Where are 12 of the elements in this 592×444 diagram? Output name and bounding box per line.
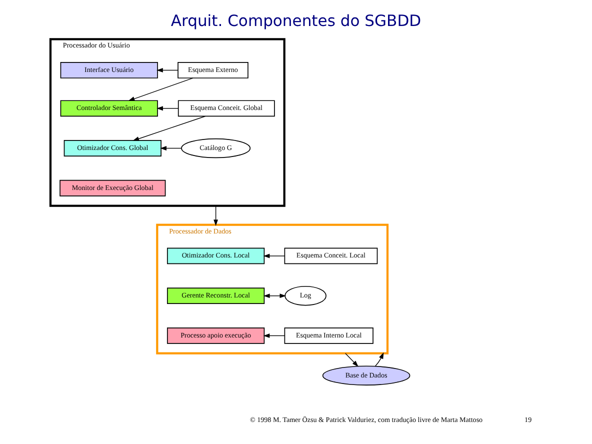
arrow xyxy=(156,68,178,72)
arrow xyxy=(374,352,384,367)
arrow xyxy=(214,205,218,226)
arrow xyxy=(263,333,285,338)
arrow xyxy=(160,146,182,150)
arrow xyxy=(263,254,286,258)
arrow xyxy=(132,116,206,141)
arrow xyxy=(156,106,179,111)
arrow xyxy=(345,353,358,367)
diagram-title: Arquit. Componentes do SGBDD xyxy=(170,12,422,30)
arrow xyxy=(128,78,194,101)
arrow xyxy=(263,294,286,298)
